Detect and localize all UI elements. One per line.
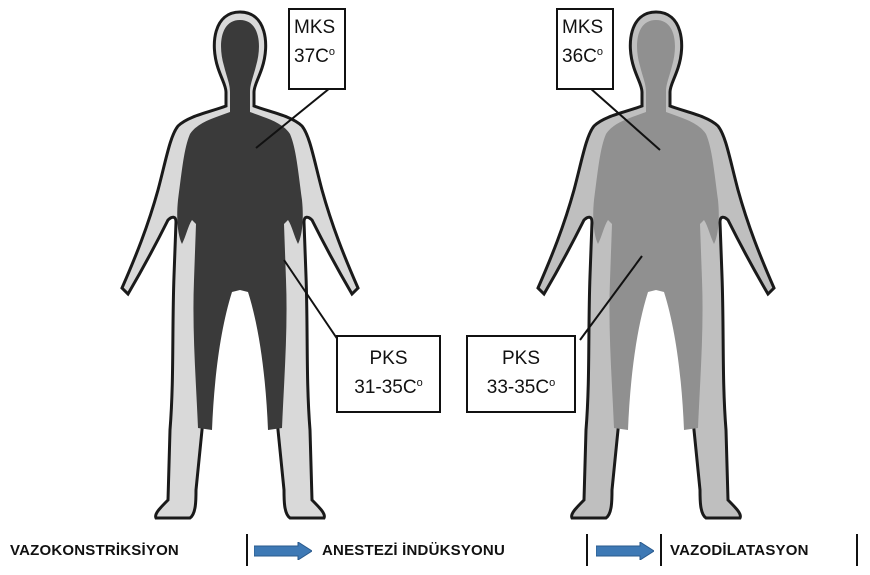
- peripheral-temp-value-left: 31-35Co: [338, 371, 439, 400]
- core-temp-name-right: MKS: [562, 16, 612, 40]
- core-temp-name-left: MKS: [294, 16, 344, 40]
- stage-anesthesia-induction: ANESTEZİ İNDÜKSYONU: [322, 542, 505, 559]
- sequence-bar: VAZOKONSTRİKSİYON ANESTEZİ İNDÜKSYONU VA…: [0, 530, 870, 570]
- separator: [660, 534, 662, 566]
- peripheral-temp-label-left: PKS 31-35Co: [336, 335, 441, 413]
- separator: [856, 534, 858, 566]
- body-diagram: [0, 0, 870, 520]
- right-arrow-icon: [596, 542, 654, 560]
- peripheral-temp-name-left: PKS: [338, 347, 439, 371]
- peripheral-temp-label-right: PKS 33-35Co: [466, 335, 576, 413]
- core-temp-label-left: MKS 37Co: [288, 8, 346, 90]
- separator: [246, 534, 248, 566]
- core-temp-value-right: 36Co: [562, 40, 612, 69]
- core-temp-label-right: MKS 36Co: [556, 8, 614, 90]
- peripheral-temp-name-right: PKS: [468, 347, 574, 371]
- peripheral-temp-value-right: 33-35Co: [468, 371, 574, 400]
- core-temp-value-left: 37Co: [294, 40, 344, 69]
- separator: [586, 534, 588, 566]
- stage-vasodilatation: VAZODİLATASYON: [670, 542, 809, 559]
- stage-vasoconstriction: VAZOKONSTRİKSİYON: [10, 542, 179, 559]
- right-arrow-icon: [254, 542, 312, 560]
